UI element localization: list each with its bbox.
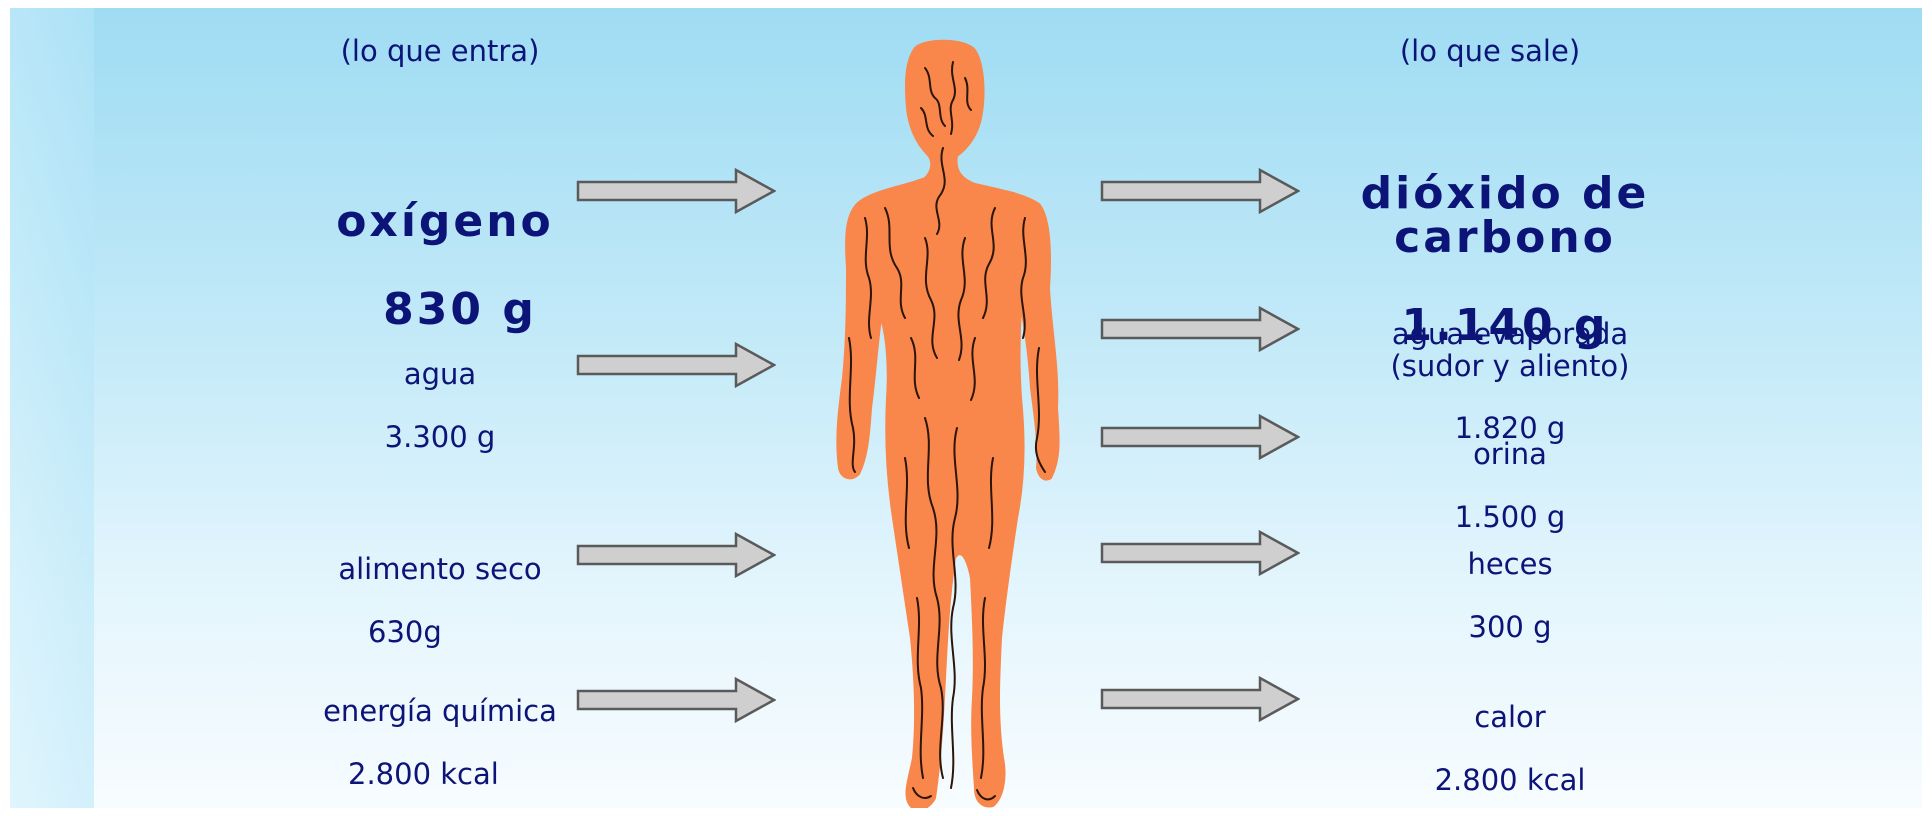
output-evaporated-water-name: agua evaporada (sudor y aliento) — [1350, 319, 1670, 382]
output-feces-label: heces 300 g — [1410, 518, 1610, 675]
diagram-slide: (lo que entra) (lo que sale) oxígeno 830… — [10, 8, 1922, 808]
output-evaporated-water-arrow-icon — [1100, 304, 1300, 354]
input-food-name: alimento seco — [310, 554, 570, 585]
input-oxygen-name: oxígeno — [300, 200, 590, 244]
input-header: (lo que entra) — [310, 36, 570, 67]
output-feces-arrow-icon — [1100, 528, 1300, 578]
input-water-label: agua 3.300 g — [330, 328, 550, 485]
input-water-arrow-icon — [576, 340, 776, 390]
output-urine-arrow-icon — [1100, 412, 1300, 462]
input-food-amount: 630g — [310, 617, 570, 648]
input-water-name: agua — [330, 359, 550, 390]
input-oxygen-amount: 830 g — [300, 288, 590, 332]
input-energy-amount: 2.800 kcal — [300, 759, 580, 790]
input-water-amount: 3.300 g — [330, 422, 550, 453]
output-feces-amount: 300 g — [1410, 612, 1610, 643]
output-feces-name: heces — [1410, 549, 1610, 580]
input-energy-arrow-icon — [576, 675, 776, 725]
output-heat-label: calor 2.800 kcal — [1390, 671, 1630, 808]
input-oxygen-arrow-icon — [576, 166, 776, 216]
input-food-arrow-icon — [576, 530, 776, 580]
output-heat-name: calor — [1390, 702, 1630, 733]
output-co2-name: dióxido de carbono — [1340, 172, 1670, 260]
output-heat-arrow-icon — [1100, 674, 1300, 724]
output-heat-amount: 2.800 kcal — [1390, 765, 1630, 796]
output-urine-name: orina — [1410, 439, 1610, 470]
left-strip — [10, 8, 94, 808]
human-body-figure — [825, 38, 1065, 808]
input-energy-label: energía química 2.800 kcal — [300, 665, 580, 808]
input-food-label: alimento seco 630g — [310, 523, 570, 680]
output-header: (lo que sale) — [1370, 36, 1610, 67]
output-co2-arrow-icon — [1100, 166, 1300, 216]
input-energy-name: energía química — [300, 696, 580, 727]
